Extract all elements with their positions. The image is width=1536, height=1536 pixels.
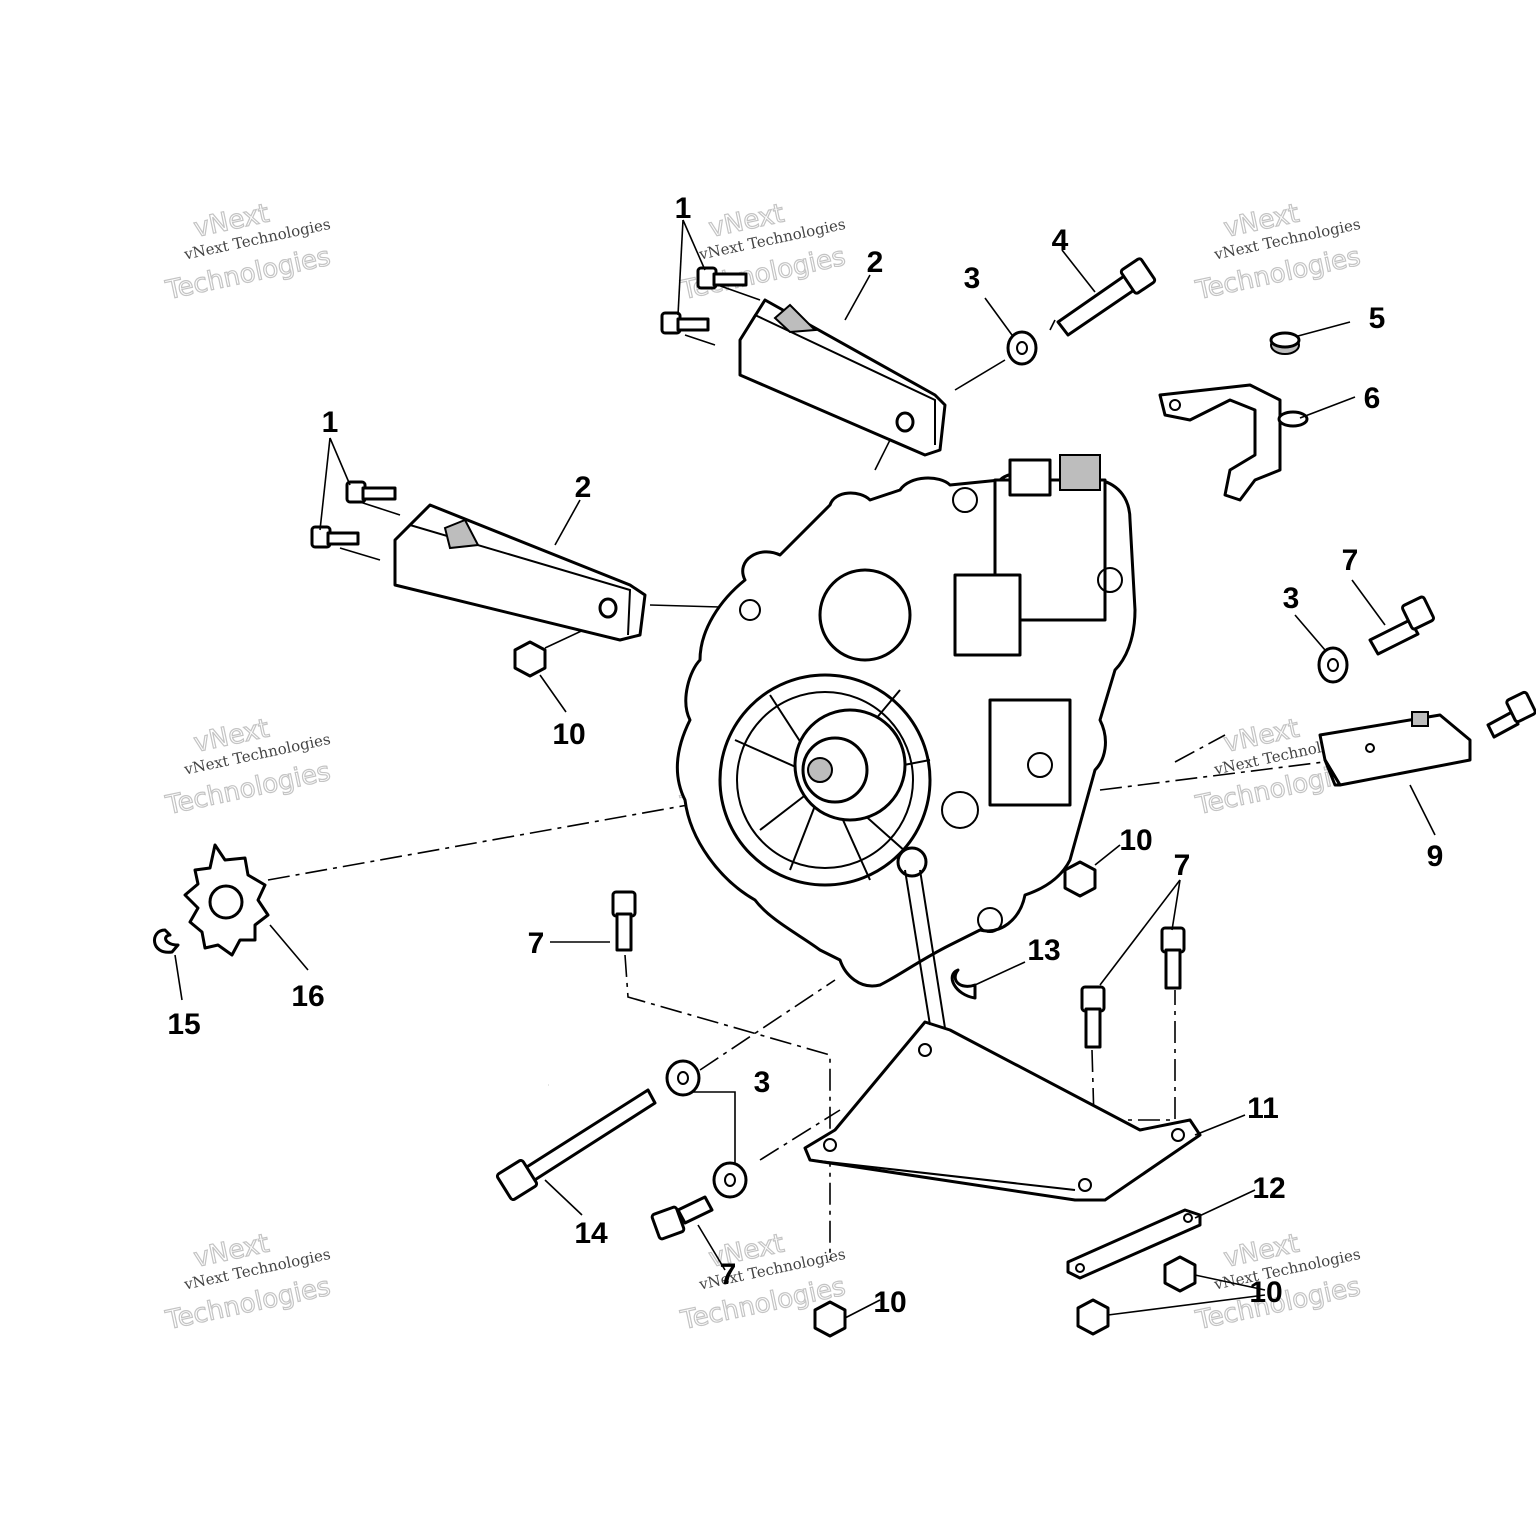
callout-3-top: 3 xyxy=(964,262,981,295)
callout-2-left: 2 xyxy=(575,471,592,504)
part-10-nut-bottom-right-a xyxy=(1163,1255,1197,1293)
part-10-nut-center-right xyxy=(1063,860,1097,898)
part-7-bolt-vertical-right xyxy=(1160,926,1186,990)
callout-10-bottom: 10 xyxy=(873,1286,906,1319)
watermark-top-left: vNext vNext Technologies Technologies xyxy=(162,198,334,307)
part-13-e-clip xyxy=(950,968,977,1000)
part-3-washer-right xyxy=(1317,646,1349,684)
part-12-shim-strap xyxy=(1066,1208,1202,1280)
callout-2-top: 2 xyxy=(867,246,884,279)
callout-6: 6 xyxy=(1364,382,1381,415)
callout-4: 4 xyxy=(1052,224,1069,257)
callout-5: 5 xyxy=(1369,302,1386,335)
callout-12: 12 xyxy=(1252,1172,1285,1205)
part-2-upper-torque-arm xyxy=(738,298,947,457)
shift-rod xyxy=(904,869,931,1026)
callout-3-bottom: 3 xyxy=(754,1066,771,1099)
callout-7-center-right: 7 xyxy=(1174,849,1191,882)
callout-9: 9 xyxy=(1427,840,1444,873)
part-10-nut-upper-left xyxy=(513,640,547,678)
part-5-rubber-cap xyxy=(1269,331,1301,355)
watermark-mid-left: vNext vNext Technologies Technologies xyxy=(162,713,334,822)
part-7-bolt-right xyxy=(1368,595,1435,656)
part-1-bolts-lower xyxy=(310,480,397,549)
side-boss xyxy=(988,698,1072,807)
part-3-washer-lower-b xyxy=(712,1161,748,1199)
callout-11: 11 xyxy=(1247,1092,1279,1125)
bearing-cap xyxy=(818,568,912,662)
watermark-top-right: vNext vNext Technologies Technologies xyxy=(1192,198,1364,307)
part-7-bolt-lower xyxy=(650,1195,714,1241)
callout-15: 15 xyxy=(167,1008,200,1041)
callout-10-bottom-right: 10 xyxy=(1249,1276,1282,1309)
callout-16: 16 xyxy=(291,980,324,1013)
part-7-bolt-vertical-mid xyxy=(1080,985,1106,1049)
breather-cap xyxy=(1059,454,1101,491)
callout-1-left: 1 xyxy=(322,406,339,439)
part-4-pivot-bolt xyxy=(1056,257,1157,337)
part-7-bolt-vertical-left xyxy=(611,890,637,952)
callout-1-top: 1 xyxy=(675,192,692,225)
callout-7-left: 7 xyxy=(528,927,545,960)
part-16-sprocket xyxy=(183,843,270,957)
callout-3-right: 3 xyxy=(1283,582,1300,615)
switch-box xyxy=(953,573,1022,657)
part-15-circlip xyxy=(153,928,180,954)
part-3-washer-top xyxy=(1006,330,1038,366)
output-hub xyxy=(734,689,931,881)
filler-plug xyxy=(1008,458,1052,497)
callout-10-left: 10 xyxy=(552,718,585,751)
callout-numbers: 1 1 2 2 3 3 3 4 5 6 7 7 7 7 9 10 10 10 1… xyxy=(167,192,1443,1319)
callout-7-bottom: 7 xyxy=(720,1258,737,1291)
callout-14: 14 xyxy=(574,1217,608,1250)
part-10-nut-bottom-center xyxy=(813,1300,847,1338)
bolt-far-right xyxy=(1486,690,1536,739)
callout-7-right: 7 xyxy=(1342,544,1359,577)
callout-leaders xyxy=(174,219,1436,1319)
callout-13: 13 xyxy=(1027,934,1060,967)
part-1-bolts-top xyxy=(660,266,748,335)
gearbox-housing xyxy=(675,454,1137,988)
part-11-mounting-plate xyxy=(803,1020,1202,1202)
part-3-washer-lower-a xyxy=(665,1059,701,1097)
watermark-bottom-left: vNext vNext Technologies Technologies xyxy=(162,1228,334,1337)
part-9-rubber-mount xyxy=(1318,711,1472,787)
part-6-cable-bracket xyxy=(1158,383,1309,502)
part-2-lower-torque-arm xyxy=(393,503,647,642)
part-10-nut-bottom-right-b xyxy=(1076,1298,1110,1336)
shift-shaft-boss xyxy=(896,846,928,878)
part-14-long-bolt xyxy=(495,1088,657,1202)
callout-10-center: 10 xyxy=(1119,824,1152,857)
